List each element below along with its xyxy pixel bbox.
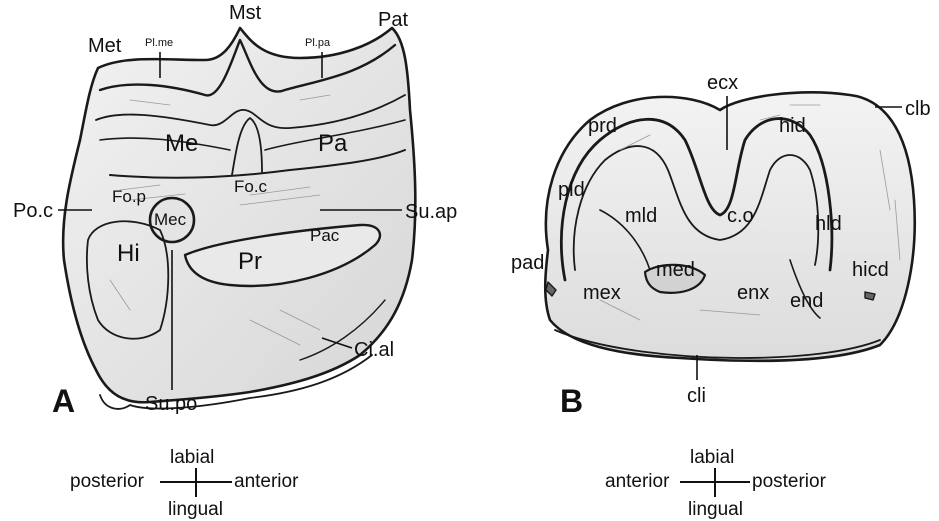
- label-met: Met: [88, 36, 121, 56]
- label-mld: mld: [625, 206, 657, 226]
- label-ci-al: Ci.al: [354, 340, 394, 360]
- label-hid: hid: [779, 116, 806, 136]
- label-hld: hld: [815, 214, 842, 234]
- hypoconulid-pit: [865, 292, 875, 300]
- orientation-b-right: posterior: [752, 472, 826, 491]
- label-po-c: Po.c: [13, 201, 53, 221]
- label-hi: Hi: [117, 242, 140, 266]
- label-pl-pa: Pl.pa: [305, 38, 330, 49]
- label-prd: prd: [588, 116, 617, 136]
- orientation-a-left: posterior: [70, 472, 144, 491]
- label-end: end: [790, 291, 823, 311]
- label-pa: Pa: [318, 132, 347, 156]
- orientation-a-top: labial: [170, 448, 214, 467]
- orientation-a-bottom: lingual: [168, 500, 223, 519]
- panel-letter-b: B: [560, 383, 583, 420]
- label-pac: Pac: [310, 227, 339, 244]
- orientation-b-left: anterior: [605, 472, 669, 491]
- label-c-o: c.o: [727, 206, 754, 226]
- label-mst: Mst: [229, 3, 261, 23]
- label-me: Me: [165, 132, 198, 156]
- label-cli: cli: [687, 386, 706, 406]
- label-pat: Pat: [378, 10, 408, 30]
- orientation-b-top: labial: [690, 448, 734, 467]
- label-fo-c: Fo.c: [234, 178, 267, 195]
- label-pad: pad: [511, 253, 544, 273]
- label-fo-p: Fo.p: [112, 188, 146, 205]
- label-clb: clb: [905, 99, 931, 119]
- orientation-a-right: anterior: [234, 472, 298, 491]
- label-hicd: hicd: [852, 260, 889, 280]
- label-su-po: Su.po: [145, 394, 197, 414]
- panel-letter-a: A: [52, 383, 75, 420]
- label-pr: Pr: [238, 250, 262, 274]
- label-mec: Mec: [154, 211, 186, 228]
- label-pld: pld: [558, 180, 585, 200]
- label-enx: enx: [737, 283, 769, 303]
- label-su-ap: Su.ap: [405, 202, 457, 222]
- label-mex: mex: [583, 283, 621, 303]
- orientation-b-bottom: lingual: [688, 500, 743, 519]
- label-ecx: ecx: [707, 73, 738, 93]
- label-med: med: [656, 260, 695, 280]
- label-pl-me: Pl.me: [145, 38, 173, 49]
